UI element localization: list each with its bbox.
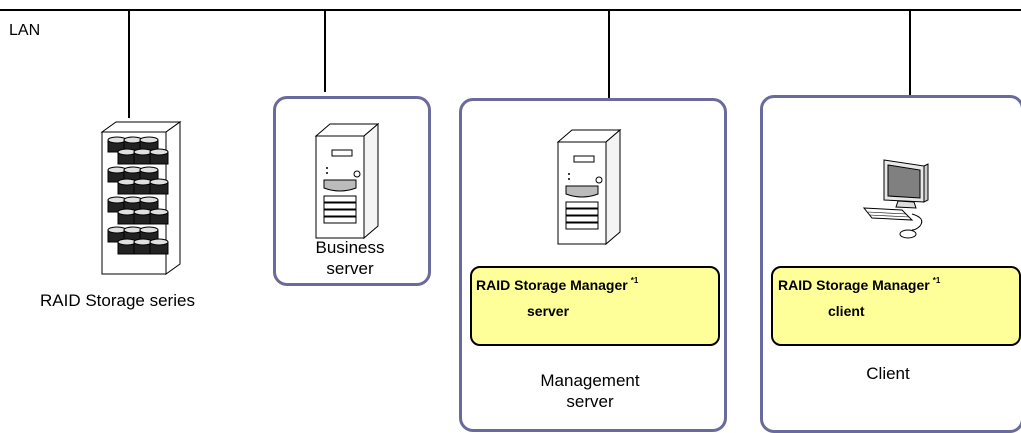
business-label-line1: Business (315, 238, 385, 257)
client-software-name: RAID Storage Manager*1 (778, 276, 940, 294)
lan-line (0, 9, 1021, 11)
desktop-computer-icon (862, 159, 929, 239)
client-footnote-mark: *1 (932, 276, 941, 285)
management-drop-line (608, 10, 610, 98)
disk-top (107, 166, 127, 174)
management-software-line2: server (527, 303, 570, 319)
disk-top (117, 178, 137, 186)
disk-top (107, 136, 127, 144)
disk-top (117, 208, 137, 216)
disk-top (139, 136, 159, 144)
client-software-line2: client (828, 303, 865, 319)
disk-top (133, 238, 153, 246)
disk-top (133, 148, 153, 156)
disk-top (139, 226, 159, 234)
business-server-label: Business server (275, 237, 425, 279)
disk-top (133, 178, 153, 186)
management-label-line1: Management (540, 371, 640, 390)
disk-top (149, 178, 169, 186)
storage-label: RAID Storage series (40, 291, 195, 310)
server-tower-icon (314, 122, 380, 240)
disk-top (139, 166, 159, 174)
disk-top (149, 148, 169, 156)
disk-top (149, 208, 169, 216)
management-software-line1: RAID Storage Manager (476, 277, 628, 293)
management-footnote-mark: *1 (630, 276, 639, 285)
disk-top (123, 166, 143, 174)
storage-drop-line (128, 10, 130, 118)
management-server-label: Management server (490, 370, 690, 412)
disk-top (123, 226, 143, 234)
disk-top (149, 238, 169, 246)
business-drop-line (324, 10, 326, 92)
client-software-box[interactable] (771, 266, 1021, 346)
disk-top (107, 196, 127, 204)
disk-top (123, 136, 143, 144)
disk-top (133, 208, 153, 216)
client-label: Client (866, 364, 910, 383)
business-label-line2: server (326, 259, 374, 278)
disk-top (139, 196, 159, 204)
client-software-line1: RAID Storage Manager (778, 277, 930, 293)
disk-top (117, 148, 137, 156)
disk-top (123, 196, 143, 204)
management-software-name: RAID Storage Manager*1 (476, 276, 638, 294)
storage-rack-icon (100, 121, 182, 275)
disk-top (117, 238, 137, 246)
management-label-line2: server (566, 392, 614, 411)
client-drop-line (909, 10, 911, 95)
server-tower-icon (556, 128, 622, 246)
lan-label: LAN (9, 22, 41, 39)
management-software-box[interactable] (470, 266, 720, 346)
disk-top (107, 226, 127, 234)
